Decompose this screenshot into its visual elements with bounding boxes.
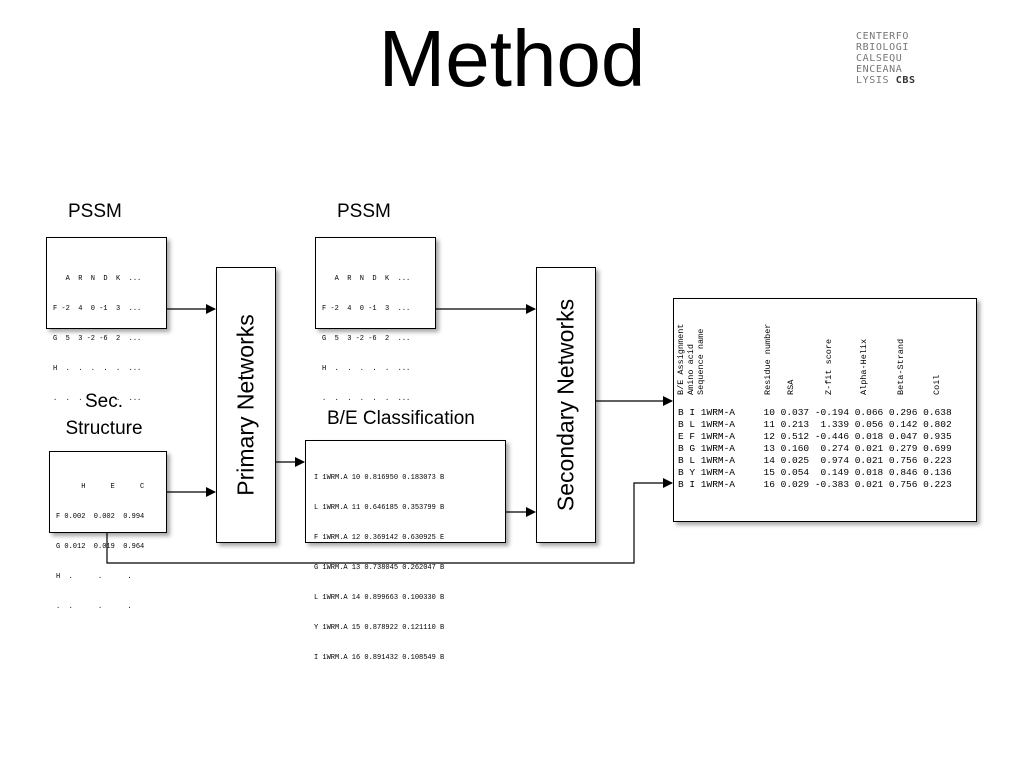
pssm2-row: H . . . . . ... <box>322 365 411 373</box>
logo-line-5-prefix: LYSIS <box>856 75 890 86</box>
arrow-sec-to-output <box>106 478 673 564</box>
cbs-logo: CENTERFO RBIOLOGI CALSEQU ENCEANA LYSIS … <box>856 31 916 86</box>
be-row: G 1WRM.A 13 0.738045 0.262047 B <box>314 564 445 572</box>
pssm2-row: G 5 3 -2 -6 2 ... <box>322 335 411 343</box>
pssm-matrix-2-rows: A R N D K ... F -2 4 0 -1 3 ... G 5 3 -2… <box>322 254 410 424</box>
sec-structure-rows: H E C F 0.002 0.002 0.994 G 0.012 0.019 … <box>56 462 144 632</box>
output-row: B L 1WRM-A 11 0.213 1.339 0.056 0.142 0.… <box>678 419 952 430</box>
be-row: F 1WRM.A 12 0.369142 0.630925 E <box>314 534 445 542</box>
logo-line-4: ENCEANA <box>856 64 903 75</box>
logo-line-1: CENTERFO <box>856 31 909 42</box>
slide-title: Method <box>378 14 646 103</box>
output-row: B L 1WRM-A 14 0.025 0.974 0.021 0.756 0.… <box>678 455 952 466</box>
be-row: I 1WRM.A 10 0.816950 0.183073 B <box>314 474 445 482</box>
pssm1-row: A R N D K ... <box>53 275 142 283</box>
logo-line-3: CALSEQU <box>856 53 903 64</box>
pssm2-row: F -2 4 0 -1 3 ... <box>322 305 411 313</box>
pssm-label-2: PSSM <box>337 201 391 222</box>
pssm-matrix-1: A R N D K ... F -2 4 0 -1 3 ... G 5 3 -2… <box>46 237 167 403</box>
be-row: L 1WRM.A 11 0.646185 0.353799 B <box>314 504 445 512</box>
pssm2-row: A R N D K ... <box>322 275 411 283</box>
logo-cbs: CBS <box>895 75 916 86</box>
be-classification-label: B/E Classification <box>327 408 475 429</box>
logo-line-2: RBIOLOGI <box>856 42 909 53</box>
pssm1-row: H . . . . . ... <box>53 365 142 373</box>
pssm-matrix-2: A R N D K ... F -2 4 0 -1 3 ... G 5 3 -2… <box>315 237 436 403</box>
be-row: L 1WRM.A 14 0.899663 0.100330 B <box>314 594 445 602</box>
output-table: B/E Assignment Amino acid Sequence name … <box>673 298 977 522</box>
sec-row: G 0.012 0.019 0.964 <box>56 543 145 551</box>
pssm1-row: . . . . . . ... <box>53 395 142 403</box>
sec-structure-label-line2: Structure <box>65 418 143 439</box>
sec-structure-label: Sec. Structure <box>44 391 164 440</box>
sec-row: . . . . <box>56 603 132 611</box>
output-row: B I 1WRM-A 10 0.037 -0.194 0.066 0.296 0… <box>678 407 952 418</box>
primary-networks-box: Primary Networks <box>216 267 276 543</box>
output-row: B G 1WRM-A 13 0.160 0.274 0.021 0.279 0.… <box>678 443 952 454</box>
pssm-label-1: PSSM <box>68 201 122 222</box>
sec-row: H . . . <box>56 573 132 581</box>
be-row: Y 1WRM.A 15 0.878922 0.121110 B <box>314 624 445 632</box>
logo-line-5: LYSIS CBS <box>856 75 916 86</box>
sec-structure-label-line1: Sec. <box>84 391 124 412</box>
output-row: B Y 1WRM-A 15 0.054 0.149 0.018 0.846 0.… <box>678 467 952 478</box>
pssm-matrix-1-rows: A R N D K ... F -2 4 0 -1 3 ... G 5 3 -2… <box>53 254 141 424</box>
be-row: I 1WRM.A 16 0.891432 0.108549 B <box>314 654 445 662</box>
pssm2-row: . . . . . . ... <box>322 395 411 403</box>
sec-row: F 0.002 0.002 0.994 <box>56 513 145 521</box>
pssm1-row: F -2 4 0 -1 3 ... <box>53 305 142 313</box>
pssm1-row: G 5 3 -2 -6 2 ... <box>53 335 142 343</box>
output-row: B I 1WRM-A 16 0.029 -0.383 0.021 0.756 0… <box>678 479 952 490</box>
secondary-networks-box: Secondary Networks <box>536 267 596 543</box>
be-classification-rows: I 1WRM.A 10 0.816950 0.183073 B L 1WRM.A… <box>314 453 444 683</box>
sec-structure-matrix: H E C F 0.002 0.002 0.994 G 0.012 0.019 … <box>49 451 167 611</box>
output-row: E F 1WRM-A 12 0.512 -0.446 0.018 0.047 0… <box>678 431 952 442</box>
be-classification-box: I 1WRM.A 10 0.816950 0.183073 B L 1WRM.A… <box>305 440 506 662</box>
sec-row: H E C <box>56 483 145 491</box>
